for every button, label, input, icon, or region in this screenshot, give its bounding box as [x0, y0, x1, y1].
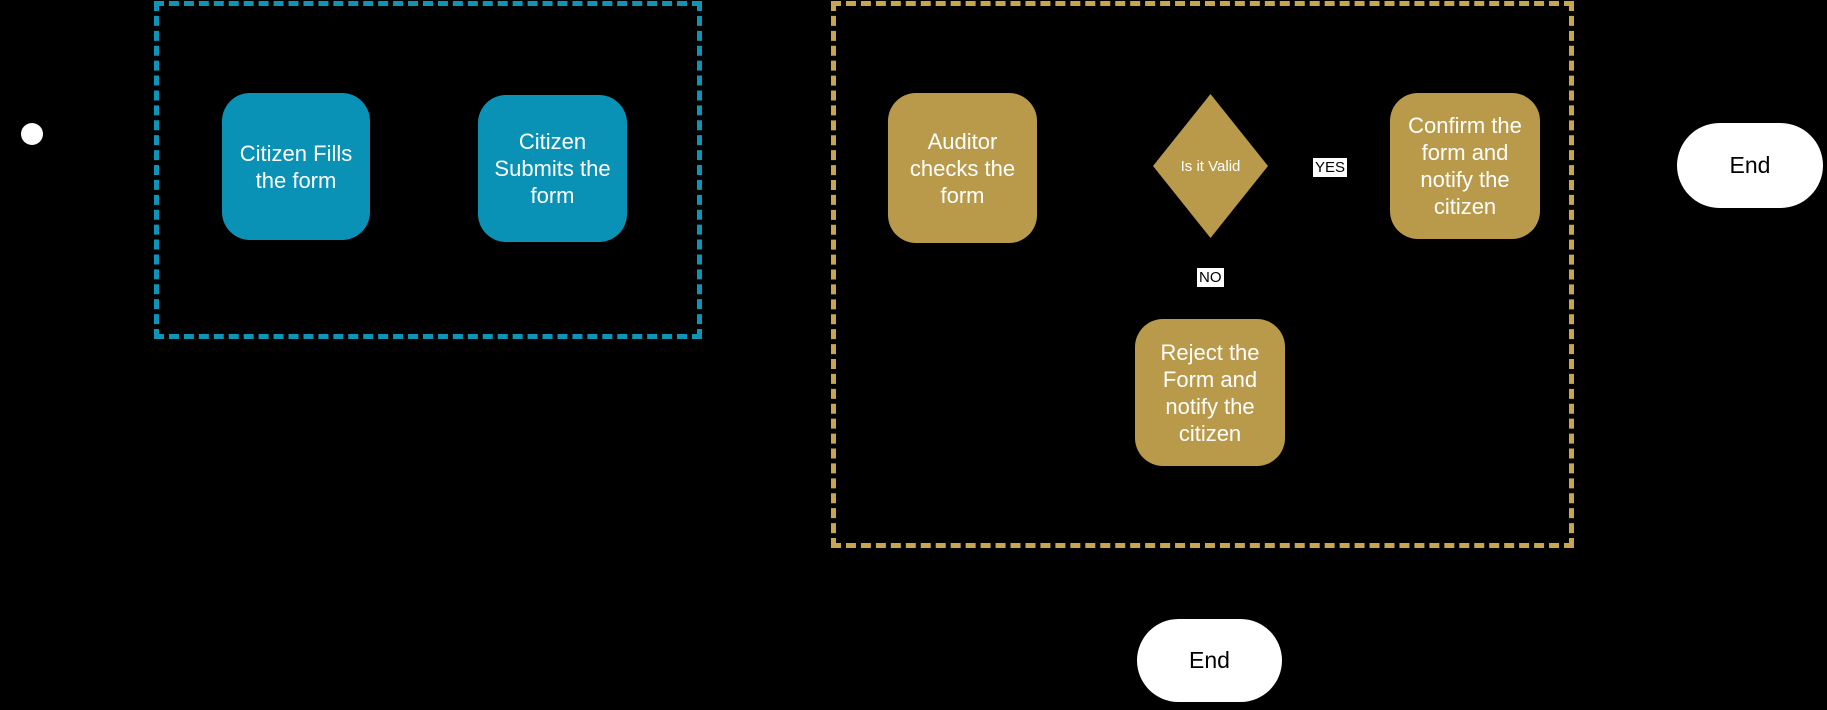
lane-auditor[interactable] [831, 1, 1574, 548]
end-node-bottom[interactable]: End [1137, 619, 1282, 702]
task-auditor-checks-form[interactable]: Auditor checks the form [888, 93, 1037, 243]
task-label: Citizen Fills the form [239, 140, 353, 193]
task-confirm-form-notify-citizen[interactable]: Confirm the form and notify the citizen [1390, 93, 1540, 239]
edge-label-yes: YES [1313, 158, 1348, 177]
task-label: Citizen Submits the form [494, 129, 611, 208]
end-label: End [1729, 152, 1771, 178]
edge-label-no: NO [1197, 268, 1224, 287]
task-citizen-fills-form[interactable]: Citizen Fills the form [222, 93, 370, 240]
task-label: Confirm the form and notify the citizen [1408, 113, 1522, 219]
end-node-right[interactable]: End [1677, 123, 1823, 208]
task-reject-form-notify-citizen[interactable]: Reject the Form and notify the citizen [1135, 319, 1285, 466]
task-citizen-submits-form[interactable]: Citizen Submits the form [478, 95, 627, 242]
end-label: End [1189, 647, 1230, 673]
lane-citizen[interactable] [154, 1, 702, 339]
start-event-node[interactable] [21, 123, 43, 145]
task-label: Reject the Form and notify the citizen [1160, 339, 1260, 446]
decision-label: Is it Valid [1180, 157, 1241, 175]
task-label: Auditor checks the form [909, 128, 1016, 208]
